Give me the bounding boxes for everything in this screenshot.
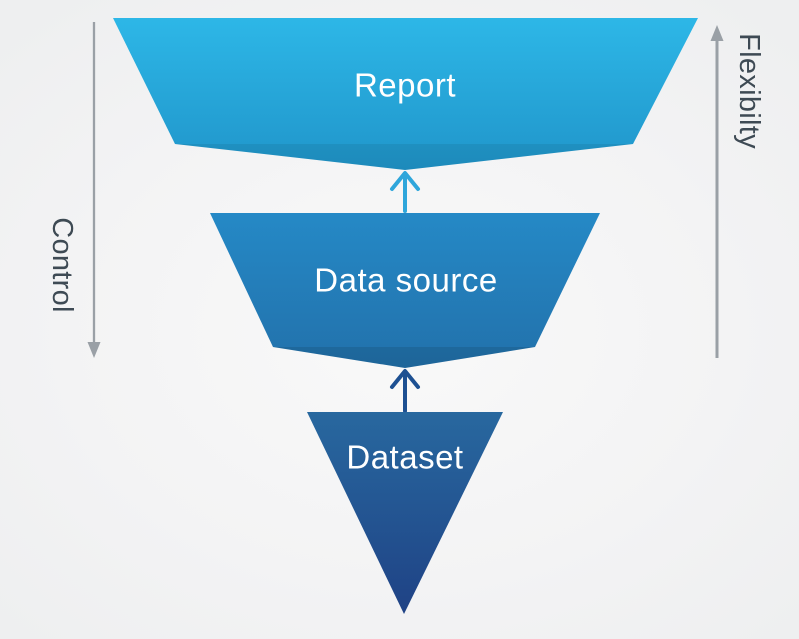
datasource-shape [210, 213, 600, 368]
dataset-shape [307, 412, 503, 614]
datasource-label: Data source [314, 262, 497, 299]
arrow-down-icon [87, 342, 101, 358]
control-axis: Control [46, 22, 101, 358]
arrow-up-icon [710, 25, 724, 41]
flexibility-axis: Flexibilty [710, 25, 765, 358]
report-shape-fold [175, 144, 633, 170]
arrow-up-head-icon [390, 171, 420, 191]
datasource-shape-fold [273, 347, 535, 368]
arrow-up-head-icon [390, 369, 420, 389]
funnel-level-datasource: Data source [210, 213, 600, 368]
report-shape [113, 18, 698, 170]
arrow-datasource-to-report [390, 171, 420, 213]
control-label: Control [46, 217, 78, 313]
funnel-level-dataset: Dataset [307, 412, 503, 614]
report-label: Report [354, 67, 456, 104]
arrow-dataset-to-datasource [390, 369, 420, 413]
dataset-label: Dataset [346, 439, 463, 476]
funnel-level-report: Report [113, 18, 698, 170]
flexibility-label: Flexibilty [733, 33, 765, 149]
